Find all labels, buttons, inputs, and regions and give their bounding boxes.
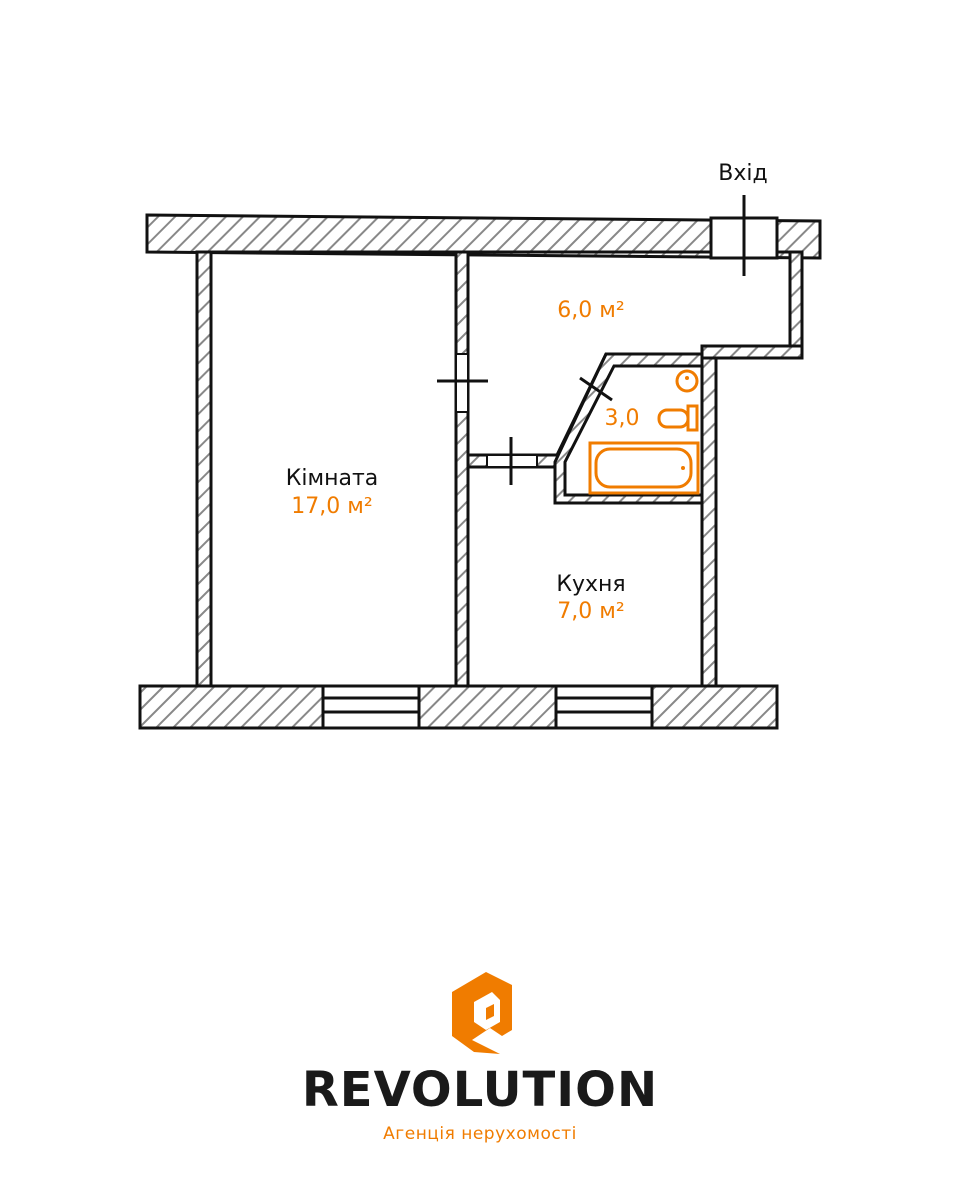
door-bathroom — [579, 376, 613, 402]
room-area-living: 17,0 м² — [291, 494, 372, 519]
revolution-logo-icon — [452, 972, 512, 1054]
entrance-door — [709, 195, 779, 276]
sink-icon — [675, 369, 699, 393]
room-area-bathroom: 3,0 — [605, 406, 640, 431]
wall-top — [145, 213, 822, 260]
wall-left — [195, 250, 213, 688]
floor-plan: Вхід Кімната 17,0 м² 6,0 м² 3,0 Кухня 7,… — [138, 161, 822, 730]
window-kitchen — [554, 684, 654, 730]
brand-tagline: Агенція нерухомості — [383, 1124, 577, 1144]
door-living — [437, 353, 488, 413]
wall-bottom — [138, 684, 779, 730]
wall-right-upper — [788, 250, 804, 358]
wall-inner-vertical — [454, 250, 470, 688]
wall-right-lower — [700, 354, 718, 688]
entrance-label: Вхід — [718, 161, 767, 186]
brand-name: REVOLUTION — [301, 1062, 659, 1118]
room-area-hall: 6,0 м² — [557, 298, 624, 323]
wall-step — [700, 344, 804, 360]
room-name-living: Кімната — [286, 466, 379, 491]
door-kitchen — [486, 437, 538, 485]
room-outline-kitchen — [466, 465, 704, 688]
room-area-kitchen: 7,0 м² — [557, 599, 624, 624]
toilet-icon — [657, 404, 699, 432]
window-living — [321, 684, 421, 730]
room-name-kitchen: Кухня — [556, 572, 625, 597]
bathtub-icon — [588, 441, 700, 495]
